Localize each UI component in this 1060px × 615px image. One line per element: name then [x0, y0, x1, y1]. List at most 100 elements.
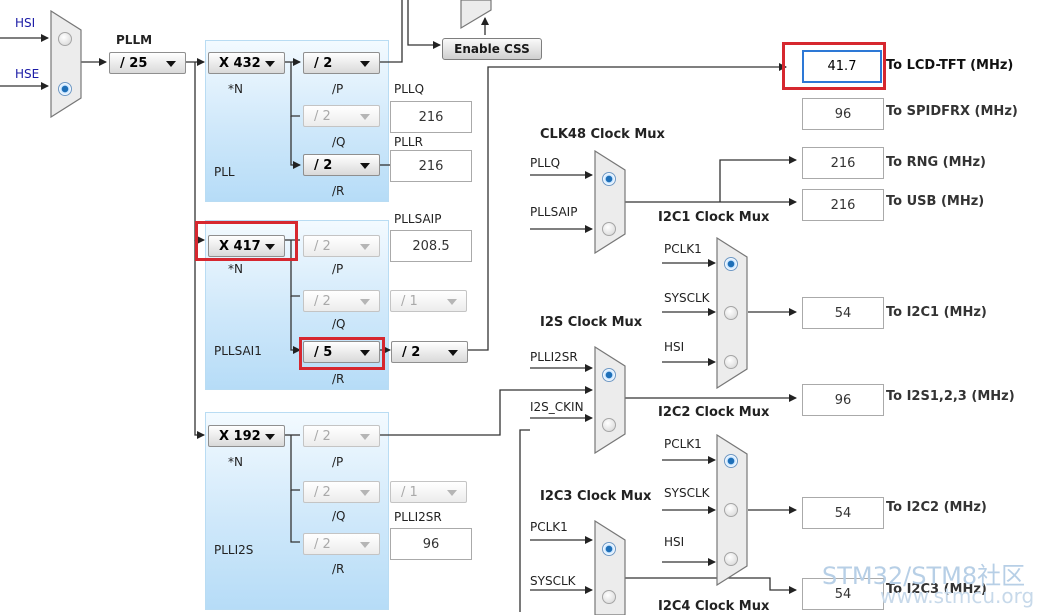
i2c1-in-hsi: HSI: [664, 340, 685, 354]
css-mux: [460, 0, 492, 30]
pllm-dropdown[interactable]: / 25: [109, 52, 186, 74]
pllsai1-n-dropdown[interactable]: X 417: [208, 235, 285, 257]
rng-label: To RNG (MHz): [886, 155, 986, 170]
hsi-label: HSI: [15, 16, 36, 30]
i2c1-mux-title: I2C1 Clock Mux: [658, 210, 770, 225]
plli2s-n-dropdown[interactable]: X 192: [208, 425, 285, 447]
lcd-tft-frequency: 41.7: [802, 50, 882, 83]
clk48-radio-pllq[interactable]: [602, 172, 616, 186]
pllsaip-label: PLLSAIP: [394, 212, 442, 226]
plli2sr-frequency: 96: [390, 528, 472, 560]
i2c3-in-sysclk: SYSCLK: [530, 574, 576, 588]
pllm-value: / 25: [120, 55, 148, 71]
pllsai1-r-label: /R: [332, 372, 345, 386]
i2c3-frequency: 54: [802, 578, 884, 610]
spidfrx-label: To SPIDFRX (MHz): [886, 104, 1018, 119]
pllsai1-q-dropdown[interactable]: / 2: [303, 290, 380, 312]
chevron-down-icon: [360, 434, 370, 440]
plli2s-q-dropdown[interactable]: / 2: [303, 481, 380, 503]
i2s-mux-title: I2S Clock Mux: [540, 315, 643, 330]
plli2s-p-value: / 2: [314, 428, 331, 444]
i2s-in-plli2sr: PLLI2SR: [530, 350, 578, 364]
hsi-radio[interactable]: [58, 32, 72, 46]
pll-q-dropdown[interactable]: / 2: [303, 105, 380, 127]
highlight-lcd-tft: [782, 42, 886, 90]
plli2s-name: PLLI2S: [214, 543, 254, 557]
chevron-down-icon: [360, 542, 370, 548]
i2c2-radio-pclk1[interactable]: [724, 454, 738, 468]
i2c3-mux[interactable]: [594, 520, 626, 615]
pllsai1-n-label: *N: [228, 262, 243, 276]
i2c1-label: To I2C1 (MHz): [886, 305, 987, 320]
pllsai1-q-label: /Q: [332, 317, 346, 331]
plli2s-p-dropdown[interactable]: / 2: [303, 425, 380, 447]
hse-radio[interactable]: [58, 82, 72, 96]
i2c3-radio-pclk1[interactable]: [602, 542, 616, 556]
i2c1-mux[interactable]: [716, 237, 748, 389]
clk48-in-pllsaip: PLLSAIP: [530, 205, 578, 219]
i2c1-frequency: 54: [802, 297, 884, 329]
i2c2-mux[interactable]: [716, 434, 748, 586]
plli2s-q-label: /Q: [332, 509, 346, 523]
pllr-frequency: 216: [390, 150, 472, 182]
pll-p-label: /P: [332, 82, 344, 96]
pllsai1-r-div-dropdown[interactable]: / 2: [391, 341, 468, 363]
i2c2-mux-title: I2C2 Clock Mux: [658, 405, 770, 420]
i2c2-in-pclk1: PCLK1: [664, 437, 702, 451]
i2c2-in-hsi: HSI: [664, 535, 685, 549]
i2s-mux[interactable]: [594, 346, 626, 454]
i2s-radio-i2s-ckin[interactable]: [602, 418, 616, 432]
pllsai1-q-div-dropdown[interactable]: / 1: [390, 290, 467, 312]
i2c2-radio-sysclk[interactable]: [724, 503, 738, 517]
pllsai1-n-value: X 417: [219, 238, 261, 254]
chevron-down-icon: [360, 114, 370, 120]
i2c2-radio-hsi[interactable]: [724, 552, 738, 566]
plli2s-n-label: *N: [228, 455, 243, 469]
i2c1-radio-pclk1[interactable]: [724, 257, 738, 271]
i2c4-mux-title: I2C4 Clock Mux: [658, 599, 770, 614]
system-source-mux[interactable]: [50, 10, 82, 118]
pllq-frequency: 216: [390, 101, 472, 133]
plli2s-q-div-dropdown[interactable]: / 1: [390, 481, 467, 503]
pllsai1-r-div-value: / 2: [402, 344, 421, 360]
clk48-mux[interactable]: [594, 150, 626, 254]
highlight-pllsai1-n: [195, 221, 298, 261]
pll-p-value: / 2: [314, 55, 333, 71]
pllq-label: PLLQ: [394, 82, 425, 96]
pllsai1-q-value: / 2: [314, 293, 331, 309]
pllsai1-r-value: / 5: [314, 344, 333, 360]
pll-n-dropdown[interactable]: X 432: [208, 52, 285, 74]
i2c1-radio-sysclk[interactable]: [724, 306, 738, 320]
hse-label: HSE: [15, 67, 40, 81]
i2c2-frequency: 54: [802, 497, 884, 529]
spidfrx-frequency: 96: [802, 98, 884, 130]
clk48-radio-pllsaip[interactable]: [602, 222, 616, 236]
plli2s-p-label: /P: [332, 455, 344, 469]
highlight-pllsai1-r: [299, 337, 385, 370]
pll-n-label: *N: [228, 82, 243, 96]
pllsai1-p-dropdown[interactable]: / 2: [303, 235, 380, 257]
enable-css-button[interactable]: Enable CSS: [442, 38, 542, 60]
pllsai1-r-dropdown[interactable]: / 5: [303, 341, 380, 363]
pllsai1-p-value: / 2: [314, 238, 331, 254]
i2c1-radio-hsi[interactable]: [724, 355, 738, 369]
pll-r-dropdown[interactable]: / 2: [303, 154, 380, 176]
pll-p-dropdown[interactable]: / 2: [303, 52, 380, 74]
i2s123-frequency: 96: [802, 384, 884, 416]
i2c2-in-sysclk: SYSCLK: [664, 486, 710, 500]
i2c1-in-pclk1: PCLK1: [664, 242, 702, 256]
chevron-down-icon: [166, 61, 176, 67]
plli2s-r-label: /R: [332, 562, 345, 576]
i2s-radio-plli2sr[interactable]: [602, 368, 616, 382]
chevron-down-icon: [360, 350, 370, 356]
pll-n-value: X 432: [219, 55, 261, 71]
i2c3-radio-sysclk[interactable]: [602, 590, 616, 604]
chevron-down-icon: [265, 61, 275, 67]
clk48-in-pllq: PLLQ: [530, 156, 561, 170]
i2s-in-i2s-ckin: I2S_CKIN: [530, 400, 584, 414]
chevron-down-icon: [360, 299, 370, 305]
clk48-mux-title: CLK48 Clock Mux: [540, 127, 665, 142]
chevron-down-icon: [447, 299, 457, 305]
usb-label: To USB (MHz): [886, 194, 985, 209]
plli2s-r-dropdown[interactable]: / 2: [303, 533, 380, 555]
